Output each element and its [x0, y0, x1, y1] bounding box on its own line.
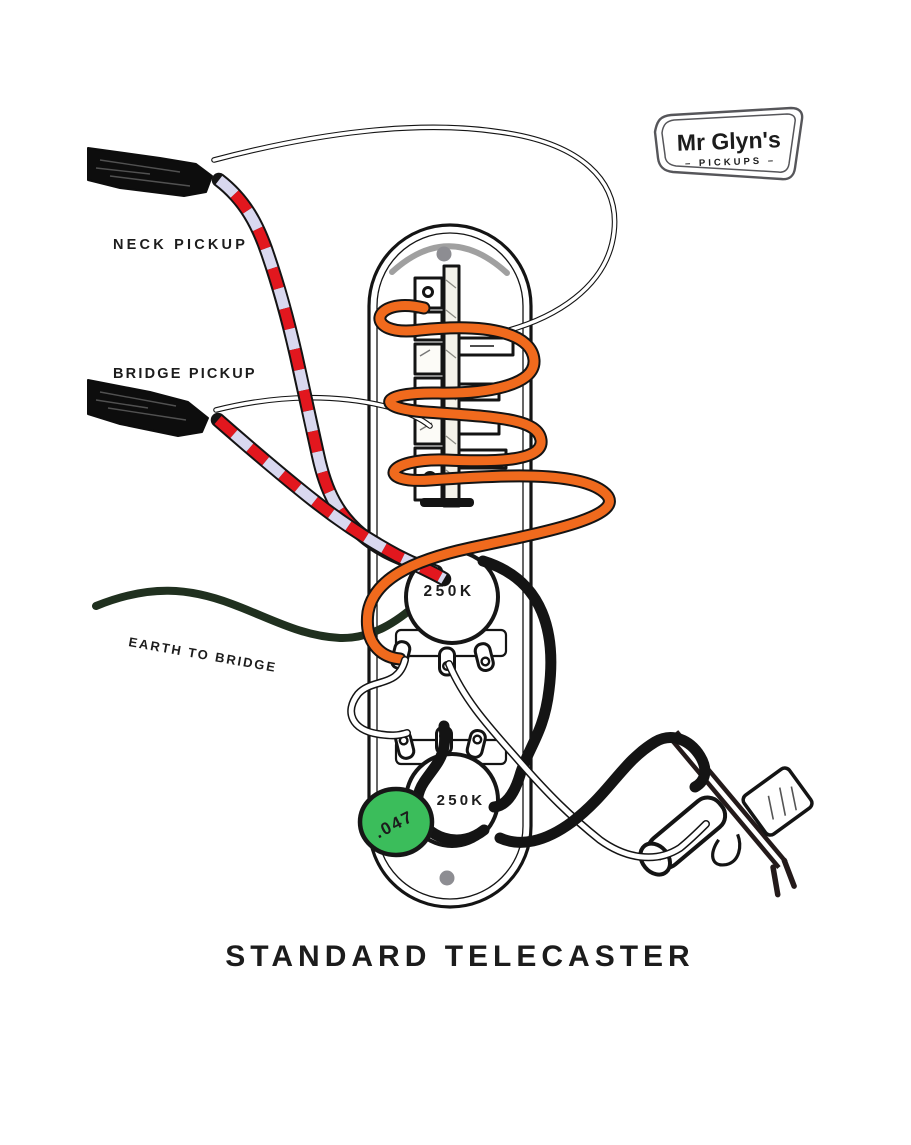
logo-tagline: – PICKUPS –: [685, 155, 776, 169]
earth-to-bridge-wire: [92, 586, 422, 643]
output-jack: [638, 730, 814, 898]
bridge-pickup-label: BRIDGE PICKUP: [113, 366, 257, 382]
tone-capacitor: .047: [357, 786, 435, 858]
jack-prongs: [770, 857, 797, 898]
orange-hot-wire: [360, 299, 616, 666]
plate-shading: [389, 243, 510, 276]
logo-badge: Mr Glyn's – PICKUPS –: [653, 106, 804, 181]
jack-plate-bar: [667, 735, 781, 870]
white-u-loop-wire: [347, 656, 411, 740]
earth-to-bridge-label: EARTH TO BRIDGE: [127, 634, 278, 675]
diagram-title: STANDARD TELECASTER: [225, 940, 694, 973]
neck-white-wire: [211, 124, 618, 337]
logo-name: Mr Glyn's: [676, 126, 781, 156]
plate-screw-bottom: [439, 870, 455, 886]
jack-square-plate: [741, 766, 814, 837]
volume-to-tone-black-wire: [477, 555, 557, 813]
plate-screw-top: [436, 246, 452, 262]
jack-hot-black-wire: [494, 732, 711, 848]
neck-pickup-cable: [87, 147, 213, 197]
jack-finger-lug: [711, 833, 742, 867]
bridge-pickup-cable: [87, 379, 209, 437]
tone-pot-value: 250K: [437, 792, 486, 809]
volume-lug-right: [473, 642, 495, 673]
volume-pot-value: 250K: [423, 583, 474, 600]
white-output-wire: [445, 660, 710, 862]
neck-pickup-label: NECK PICKUP: [113, 237, 248, 253]
tone-lug-right: [465, 728, 487, 759]
